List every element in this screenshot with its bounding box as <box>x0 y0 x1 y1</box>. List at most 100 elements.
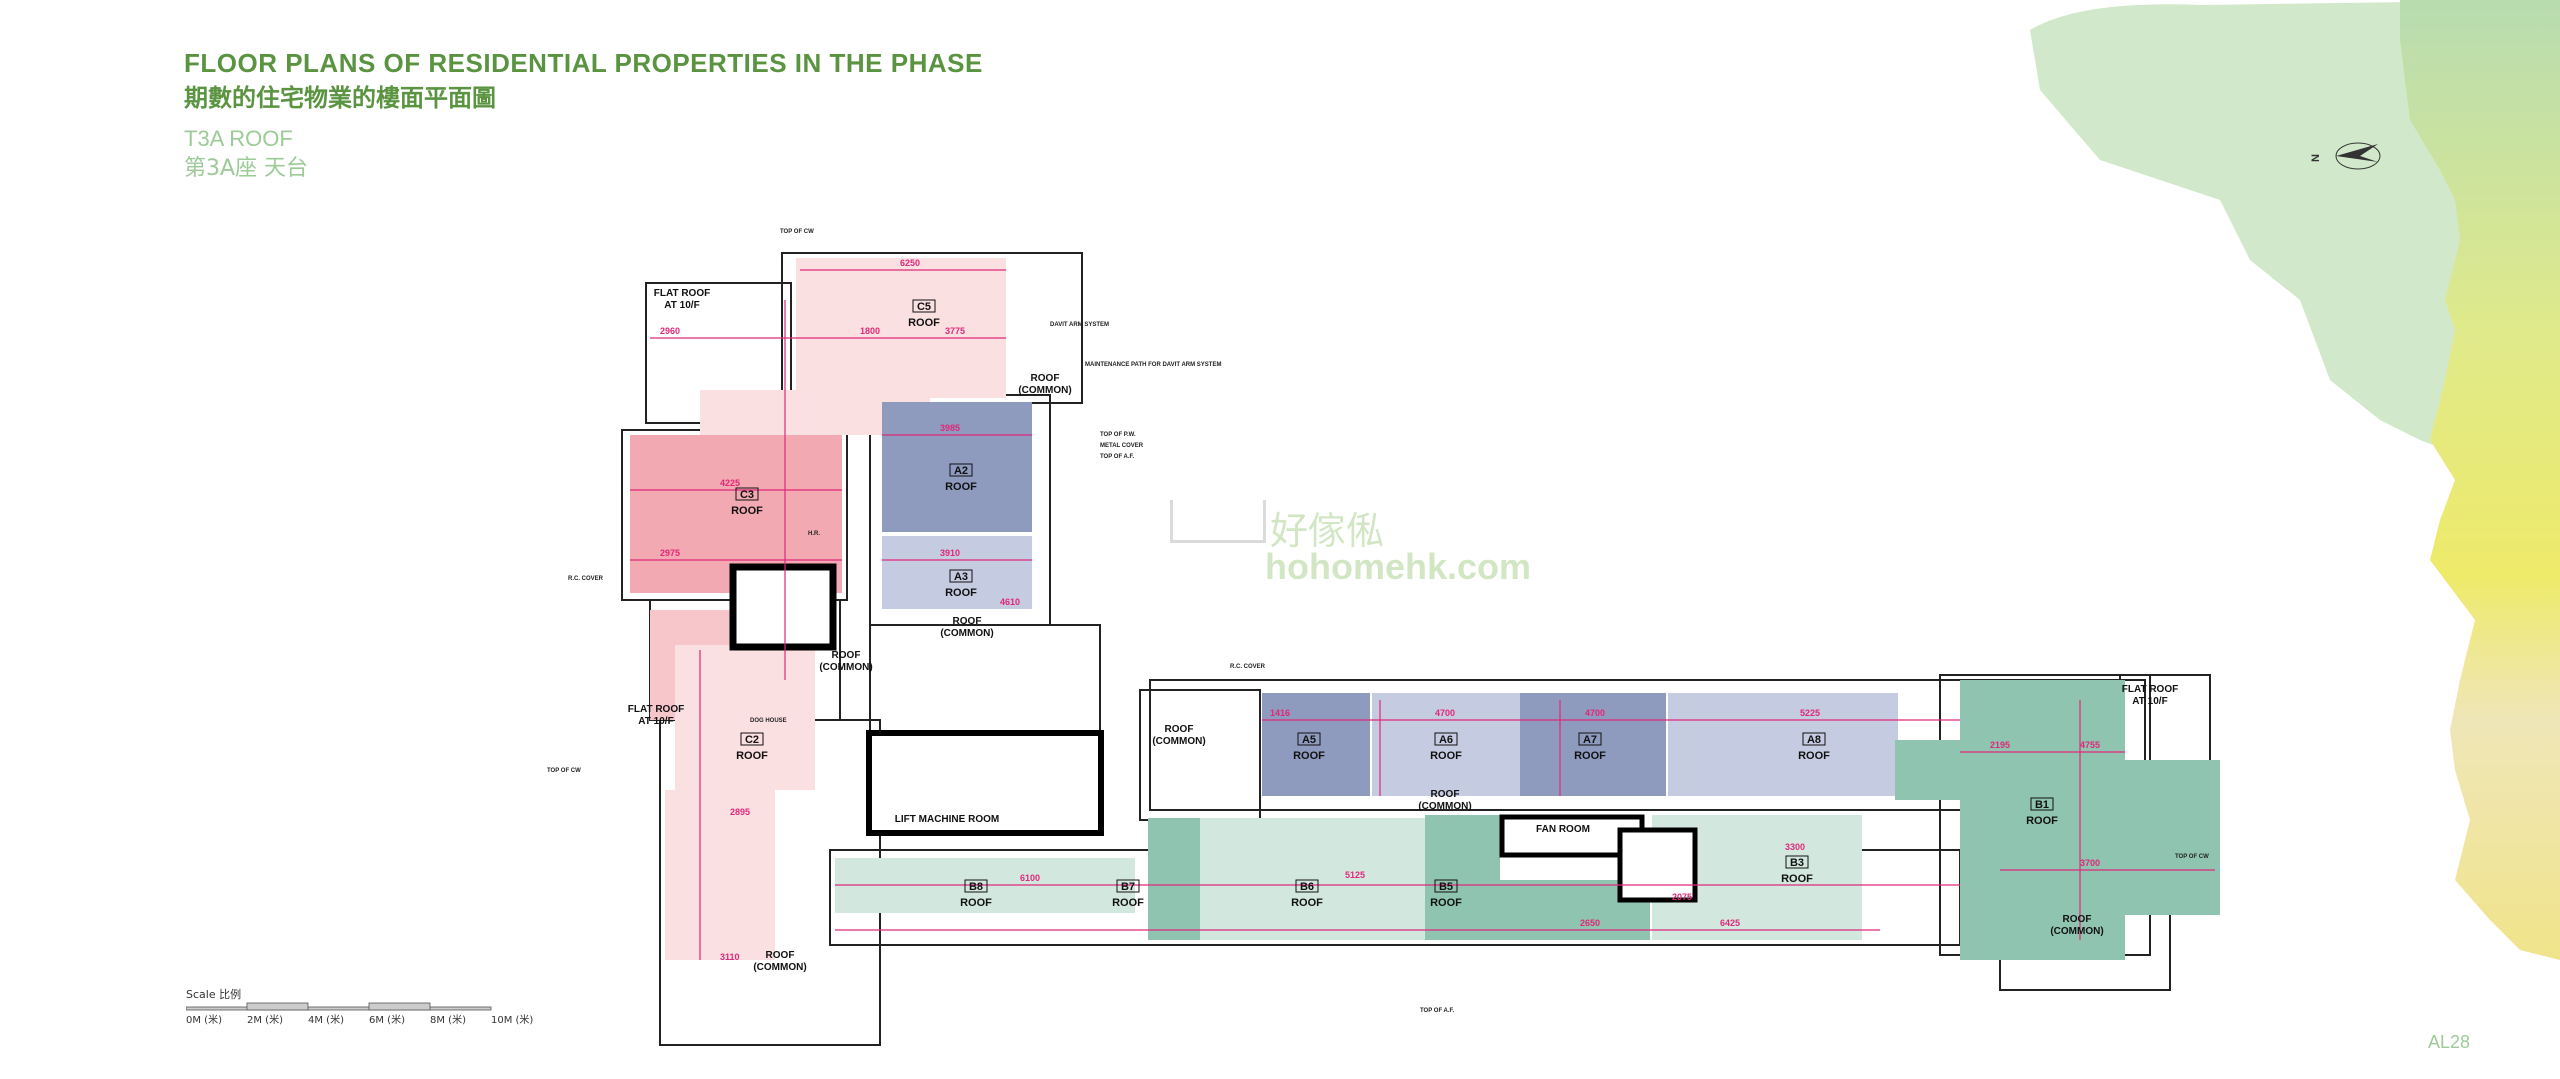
unit-area-b6 <box>1200 818 1425 940</box>
svg-text:A7: A7 <box>1583 734 1597 746</box>
svg-text:1416: 1416 <box>1270 708 1290 718</box>
svg-text:ROOF: ROOF <box>945 481 977 493</box>
svg-text:(COMMON): (COMMON) <box>753 962 806 973</box>
svg-text:4225: 4225 <box>720 478 740 488</box>
svg-text:ROOF: ROOF <box>1112 897 1144 909</box>
svg-text:C2: C2 <box>745 734 759 746</box>
watermark-house-icon <box>1170 500 1266 543</box>
lift-machine-room-label: LIFT MACHINE ROOM <box>895 814 999 825</box>
roof-common-label: ROOF(COMMON) <box>940 616 993 639</box>
fan-room-label: FAN ROOM <box>1536 824 1590 835</box>
unit-area-a2 <box>882 402 1032 532</box>
stair-core <box>729 563 837 651</box>
svg-text:H.R.: H.R. <box>808 531 820 537</box>
svg-text:2195: 2195 <box>1990 740 2010 750</box>
svg-text:TOP OF P.W.: TOP OF P.W. <box>1100 432 1136 438</box>
svg-text:FLAT ROOF: FLAT ROOF <box>2122 684 2178 695</box>
svg-text:ROOF: ROOF <box>945 587 977 599</box>
floor-subtitle: T3A ROOF <box>184 126 293 151</box>
page-title-chinese: 期數的住宅物業的樓面平面圖 <box>184 84 496 112</box>
dimension-lines <box>630 269 2215 960</box>
svg-text:ROOF: ROOF <box>1293 750 1325 762</box>
svg-text:6425: 6425 <box>1720 918 1740 928</box>
roof-common-label: ROOF(COMMON) <box>753 950 806 973</box>
svg-text:A2: A2 <box>954 465 968 477</box>
svg-text:TOP OF CW: TOP OF CW <box>547 768 581 774</box>
svg-text:FLAT ROOF: FLAT ROOF <box>628 704 684 715</box>
svg-text:C5: C5 <box>917 301 931 313</box>
floor-subtitle-chinese: 第3A座 天台 <box>184 156 309 181</box>
svg-text:FLAT ROOF: FLAT ROOF <box>654 288 710 299</box>
svg-text:ROOF: ROOF <box>1431 789 1460 800</box>
svg-text:TOP OF CW: TOP OF CW <box>780 229 814 235</box>
svg-text:ROOF: ROOF <box>1798 750 1830 762</box>
svg-text:2650: 2650 <box>1580 918 1600 928</box>
svg-text:ROOF: ROOF <box>908 317 940 329</box>
svg-text:B7: B7 <box>1121 881 1135 893</box>
scale-tick: 6M (米) <box>369 1015 405 1026</box>
unit-area-b1-ext <box>2125 760 2220 915</box>
page-title: FLOOR PLANS OF RESIDENTIAL PROPERTIES IN… <box>184 48 983 78</box>
unit-area-b7 <box>1148 818 1200 940</box>
svg-text:5125: 5125 <box>1345 870 1365 880</box>
svg-text:C3: C3 <box>740 489 754 501</box>
svg-text:3300: 3300 <box>1785 842 1805 852</box>
svg-text:(COMMON): (COMMON) <box>819 662 872 673</box>
svg-text:B8: B8 <box>969 881 983 893</box>
svg-text:4755: 4755 <box>2080 740 2100 750</box>
svg-text:A8: A8 <box>1807 734 1821 746</box>
svg-text:ROOF: ROOF <box>1165 724 1194 735</box>
svg-text:ROOF: ROOF <box>1031 373 1060 384</box>
scale-tick: 2M (米) <box>247 1015 283 1026</box>
svg-text:(COMMON): (COMMON) <box>2050 926 2103 937</box>
scale-tick: 10M (米) <box>491 1015 534 1026</box>
svg-text:3110: 3110 <box>720 952 740 962</box>
svg-text:AT 10/F: AT 10/F <box>638 716 673 727</box>
svg-text:ROOF: ROOF <box>731 505 763 517</box>
svg-text:N: N <box>2310 154 2322 162</box>
lift-machine-room <box>866 730 1104 836</box>
scale-tick: 4M (米) <box>308 1015 344 1026</box>
svg-text:B5: B5 <box>1439 881 1453 893</box>
svg-text:4700: 4700 <box>1435 708 1455 718</box>
svg-text:ROOF: ROOF <box>1430 897 1462 909</box>
svg-text:DAVIT ARM SYSTEM: DAVIT ARM SYSTEM <box>1050 322 1109 328</box>
svg-text:ROOF: ROOF <box>1291 897 1323 909</box>
svg-text:1800: 1800 <box>860 326 880 336</box>
annotation-notes: TOP OF CW DAVIT ARM SYSTEM TOP OF P.W. M… <box>547 229 2209 1014</box>
north-arrow-icon: N <box>2310 142 2381 170</box>
scale-label: Scale 比例 <box>186 988 242 1001</box>
unit-area-b5 <box>1425 815 1500 940</box>
svg-text:ROOF: ROOF <box>1430 750 1462 762</box>
scale-bar <box>186 1002 492 1011</box>
roof-common-label: ROOF(COMMON) <box>1018 373 1071 396</box>
roof-common-label: ROOF(COMMON) <box>1152 724 1205 747</box>
svg-text:3985: 3985 <box>940 423 960 433</box>
roof-common-label: ROOF(COMMON) <box>2050 914 2103 937</box>
svg-text:6100: 6100 <box>1020 873 1040 883</box>
svg-text:2075: 2075 <box>1672 892 1692 902</box>
svg-text:B3: B3 <box>1790 857 1804 869</box>
svg-text:2960: 2960 <box>660 326 680 336</box>
svg-text:3910: 3910 <box>940 548 960 558</box>
svg-text:(COMMON): (COMMON) <box>1152 736 1205 747</box>
svg-text:A5: A5 <box>1302 734 1316 746</box>
unit-area-c2-lower <box>665 790 775 960</box>
svg-text:AT 10/F: AT 10/F <box>2132 696 2167 707</box>
svg-text:ROOF: ROOF <box>736 750 768 762</box>
svg-text:R.C. COVER: R.C. COVER <box>568 576 604 582</box>
